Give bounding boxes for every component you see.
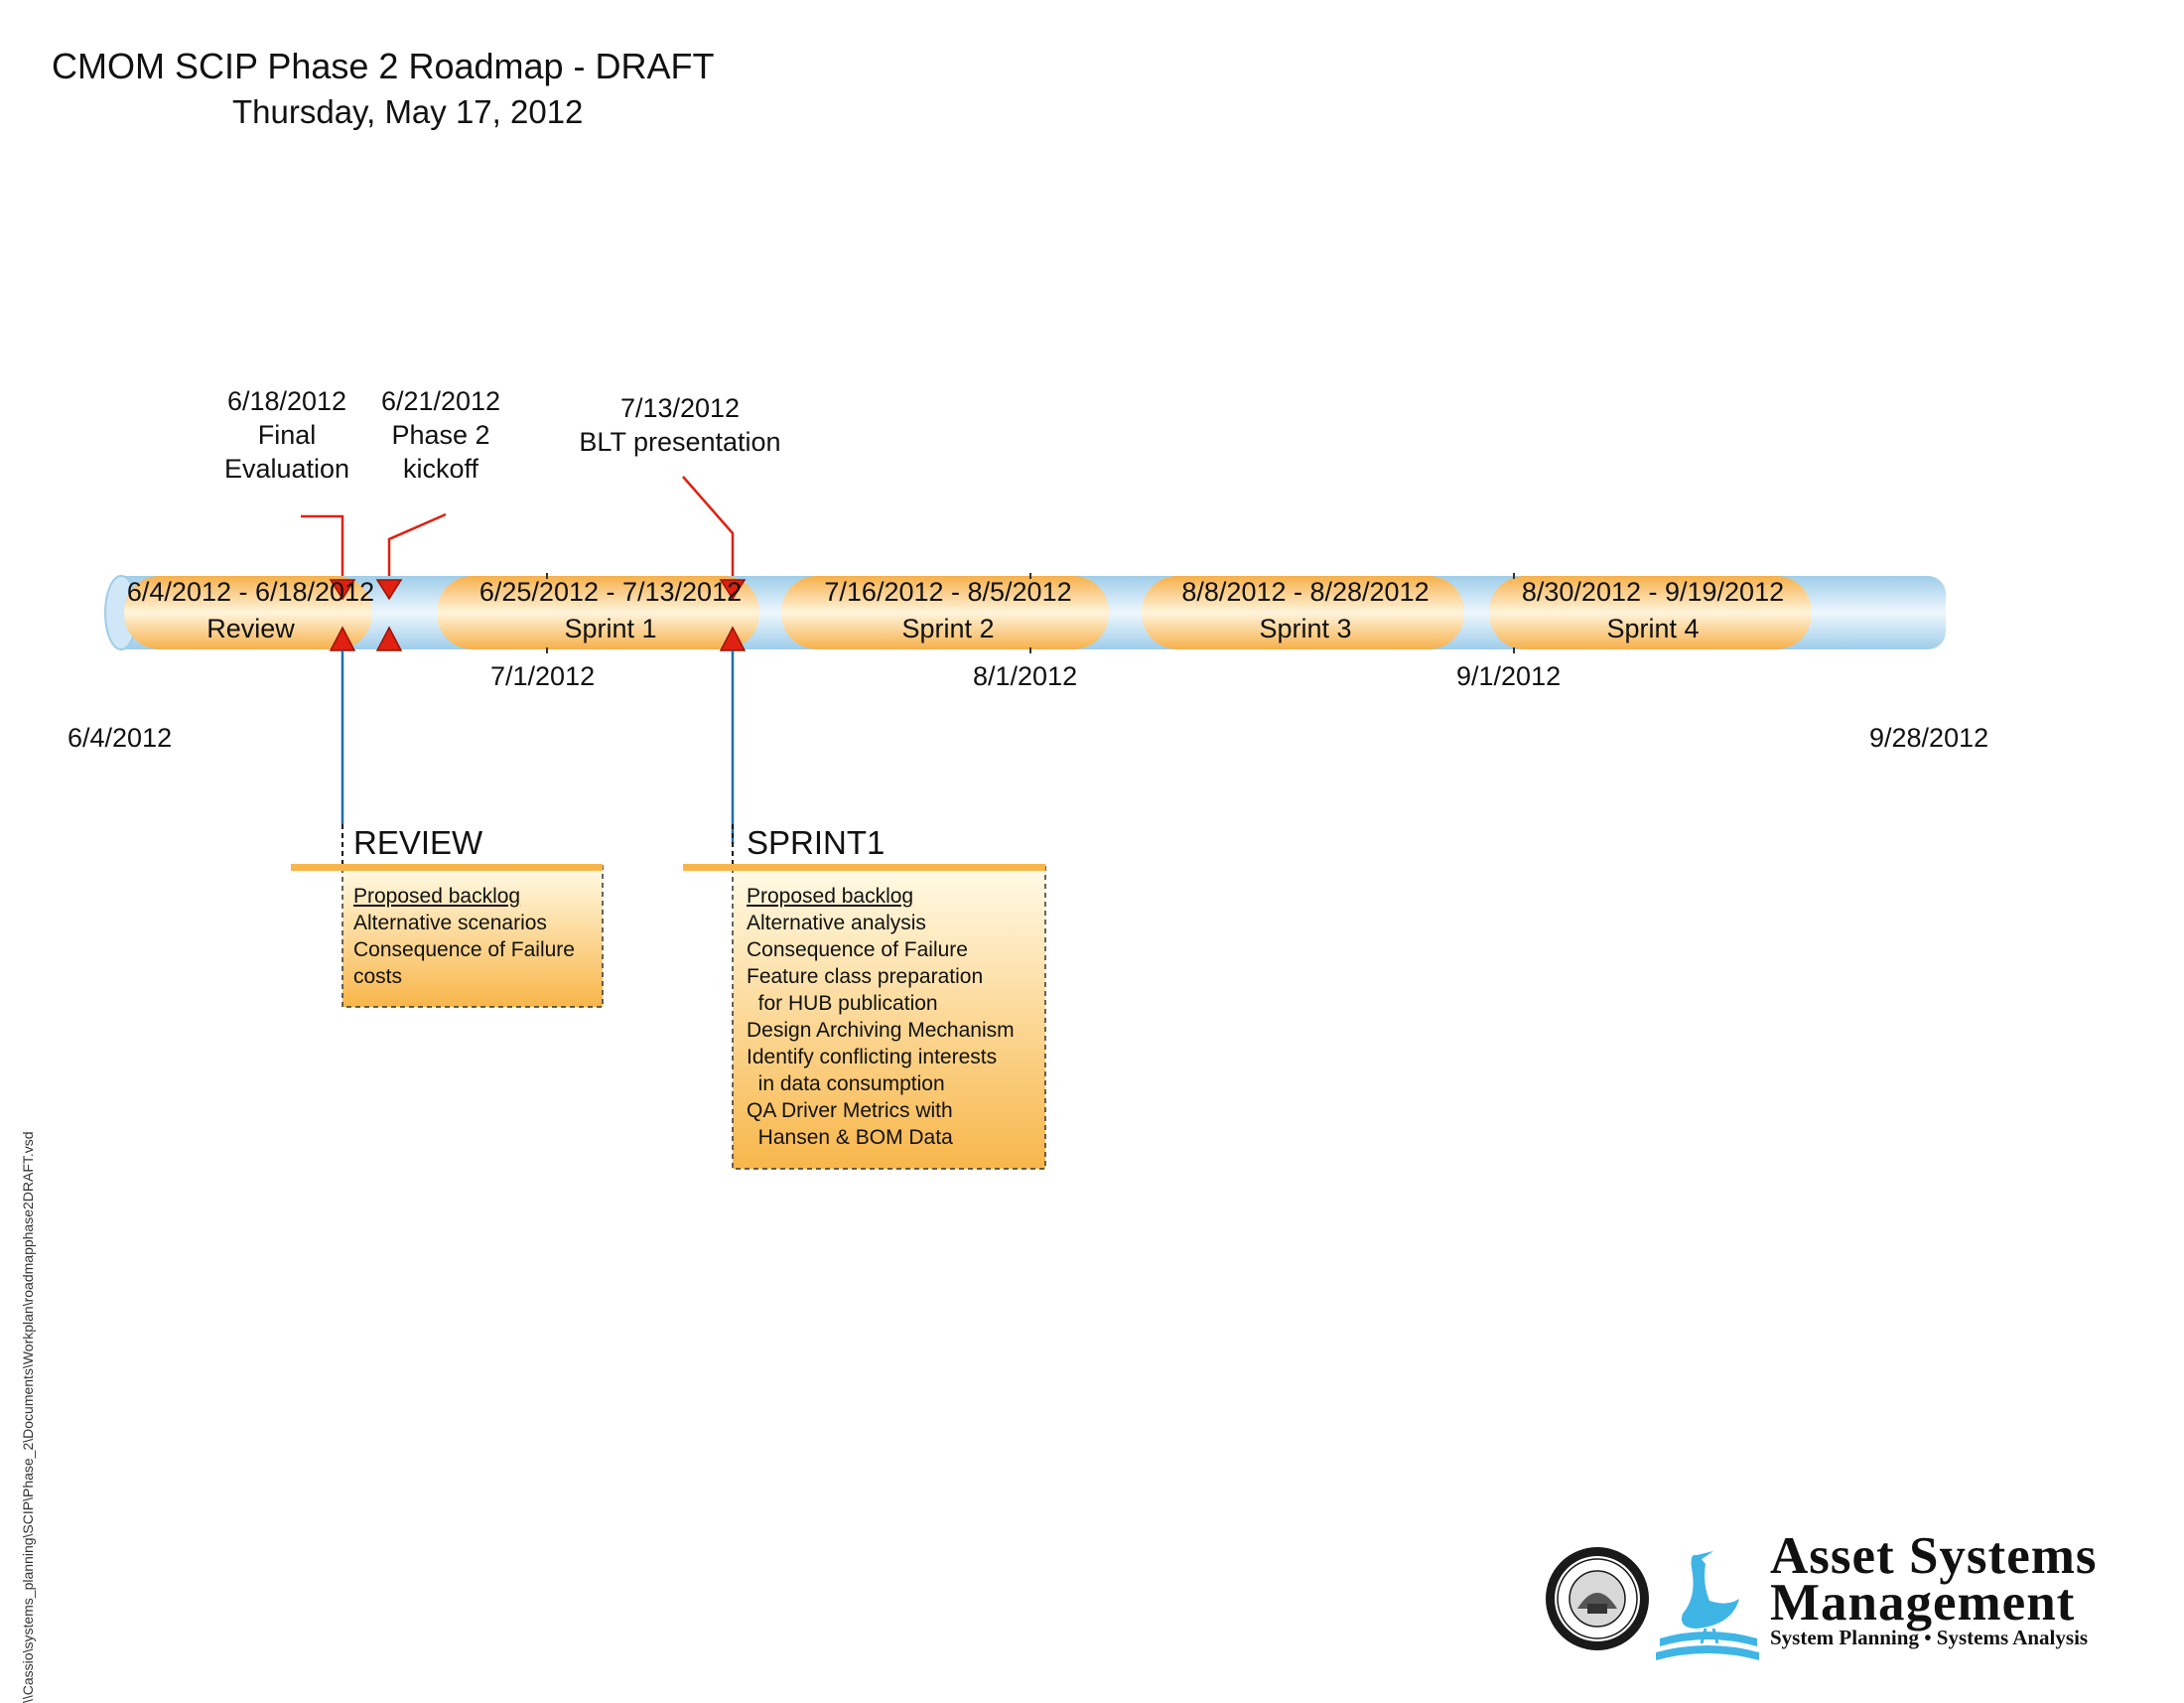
phase-name: Sprint 2 [901, 614, 995, 643]
milestone-blt-presentation: 7/13/2012 BLT presentation [556, 391, 804, 459]
phase-name: Sprint 3 [1259, 614, 1352, 643]
phase-dates: 8/8/2012 - 8/28/2012 [1181, 577, 1430, 607]
tick-label: 7/1/2012 [490, 661, 596, 691]
phase-dates: 6/25/2012 - 7/13/2012 [478, 577, 743, 607]
milestone-label: Evaluation [223, 454, 350, 484]
milestone-down-arrow [375, 579, 403, 601]
milestone-date: 6/21/2012 [380, 386, 501, 416]
phase-name: Review [206, 614, 295, 643]
heron-icon [1656, 1551, 1759, 1660]
city-seal-icon [1546, 1547, 1649, 1650]
callout-item: Identify conflicting interests [747, 1046, 998, 1068]
milestone-date: 7/13/2012 [619, 393, 741, 423]
timeline-end-label: 9/28/2012 [1869, 723, 1989, 753]
phase-name: Sprint 4 [1606, 614, 1700, 643]
callout-item: Alternative scenarios [353, 912, 547, 934]
callout-item: Hansen & BOM Data [747, 1126, 953, 1149]
callout-item: Consequence of Failure [747, 938, 968, 961]
phase-sprint4: 8/30/2012 - 9/19/2012 Sprint 4 [1494, 574, 1812, 647]
callout-item: Proposed backlog [747, 885, 914, 908]
milestone-pointer-final-evaluation [301, 514, 344, 576]
callout-item: Feature class preparation [747, 965, 984, 988]
milestone-up-arrow [375, 626, 403, 651]
logo-line2: Management [1770, 1574, 2076, 1632]
callout-item: Consequence of Failure [353, 938, 575, 961]
callout-header-bar-sprint1 [683, 864, 1045, 871]
phase-bar-sprint4 [1489, 576, 1812, 649]
callout-item: QA Driver Metrics with [747, 1099, 953, 1122]
milestone-label: Final [257, 420, 317, 450]
milestone-date: 6/18/2012 [226, 386, 347, 416]
tick-label: 8/1/2012 [973, 661, 1078, 691]
milestone-phase2-kickoff: 6/21/2012 Phase 2 kickoff [371, 384, 510, 486]
file-path: \\Cassio\systems_planning\SCIP\Phase_2\D… [20, 1131, 36, 1703]
logo-line1: Asset Systems [1770, 1527, 2098, 1585]
milestone-pointer-blt [682, 476, 735, 576]
milestone-down-arrow [719, 579, 747, 601]
phase-bar-sprint1 [437, 576, 759, 649]
milestone-final-evaluation: 6/18/2012 Final Evaluation [222, 384, 351, 486]
callout-item: costs [353, 965, 403, 988]
milestone-label: kickoff [402, 454, 479, 484]
phase-sprint2: 7/16/2012 - 8/5/2012 Sprint 2 [799, 574, 1097, 647]
callout-box-review [341, 865, 604, 1008]
phase-sprint3: 8/8/2012 - 8/28/2012 Sprint 3 [1157, 574, 1454, 647]
phase-dates: 6/4/2012 - 6/18/2012 [126, 577, 375, 607]
phase-bar-review [124, 576, 372, 649]
callout-title-review: REVIEW [353, 824, 483, 861]
callout-item: Proposed backlog [353, 885, 521, 908]
callout-item: for HUB publication [747, 992, 938, 1015]
timeline-start-label: 6/4/2012 [68, 723, 173, 753]
callout-list-sprint1: Proposed backlog Alternative analysis Co… [747, 883, 1015, 1151]
callout-header-bar-review [291, 864, 603, 871]
tick-label: 9/1/2012 [1456, 661, 1562, 691]
page-title: CMOM SCIP Phase 2 Roadmap - DRAFT [52, 46, 715, 86]
callout-item: in data consumption [747, 1072, 945, 1095]
phase-bar-sprint3 [1142, 576, 1464, 649]
page-subtitle: Thursday, May 17, 2012 [232, 93, 584, 130]
milestone-down-arrow [329, 579, 356, 601]
milestone-pointer-phase2-kickoff [387, 512, 447, 576]
milestone-label: Phase 2 [391, 420, 490, 450]
logo-tagline: System Planning • Systems Analysis [1770, 1626, 2089, 1649]
phase-name: Sprint 1 [564, 614, 657, 643]
callout-title-sprint1: SPRINT1 [747, 824, 886, 861]
phase-dates: 8/30/2012 - 9/19/2012 [1521, 577, 1785, 607]
phase-sprint1: 6/25/2012 - 7/13/2012 Sprint 1 [452, 574, 769, 647]
callout-item: Alternative analysis [747, 912, 926, 934]
phase-bar-sprint2 [781, 576, 1109, 649]
phase-dates: 7/16/2012 - 8/5/2012 [824, 577, 1072, 607]
callout-item: Design Archiving Mechanism [747, 1019, 1015, 1042]
milestone-label: BLT presentation [579, 427, 781, 457]
phase-review: 6/4/2012 - 6/18/2012 Review [99, 574, 402, 647]
callout-list-review: Proposed backlog Alternative scenarios C… [353, 883, 575, 990]
